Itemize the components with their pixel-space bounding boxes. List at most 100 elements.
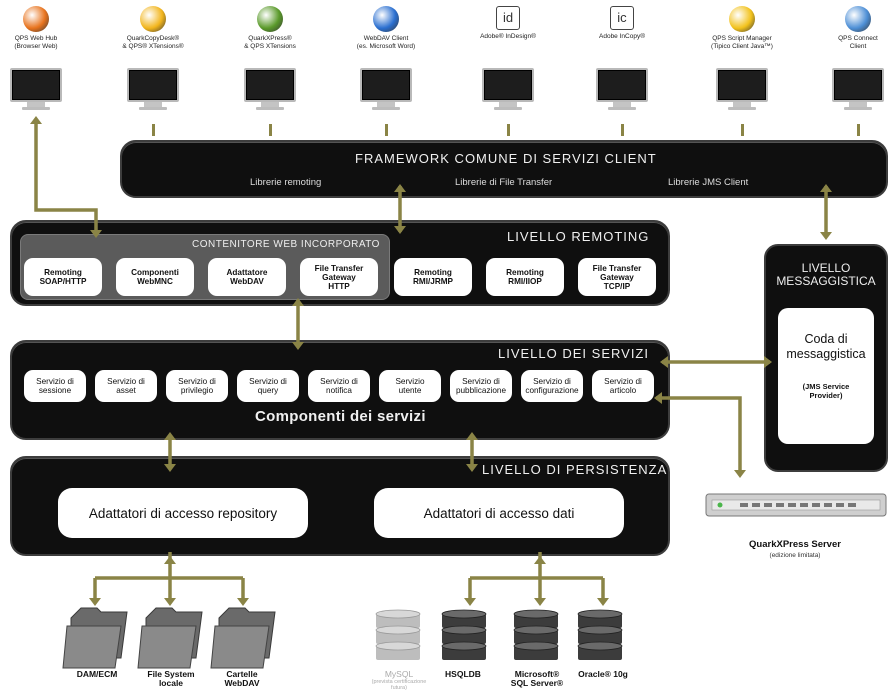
arrow-head: [820, 184, 832, 192]
server-bay: [812, 503, 820, 507]
client-7: QPS Connect Client: [808, 0, 892, 51]
monitor-icon: [596, 68, 648, 110]
server-bay: [788, 503, 796, 507]
arrow-head: [597, 598, 609, 606]
database-disk: [441, 625, 487, 635]
database-disk: [513, 641, 559, 651]
arrow-head: [394, 226, 406, 234]
client-connector: [385, 124, 388, 136]
repo-label-filesystem: File System locale: [147, 669, 195, 688]
database-disk: [577, 609, 623, 619]
arrow-services-server: [656, 396, 742, 472]
arrow-head: [164, 432, 176, 440]
server-bay: [836, 503, 844, 507]
qps-connect-icon: [845, 6, 871, 32]
service-item: Servizio utente: [379, 370, 441, 402]
database-disk: [513, 609, 559, 619]
client-label: WebDAV Client (es. Microsoft Word): [356, 35, 416, 50]
server-bay: [740, 503, 748, 507]
server-bay: [824, 503, 832, 507]
tcp-file-gateway: File Transfer Gateway TCP/IP: [578, 258, 656, 296]
monitor-icon: [716, 68, 768, 110]
service-item: Servizio di notifica: [308, 370, 370, 402]
repo-label-webdav: Cartelle WebDAV: [224, 669, 260, 688]
persistence-title: LIVELLO DI PERSISTENZA: [482, 462, 668, 477]
arrow-head: [89, 598, 101, 606]
remoting-title: LIVELLO REMOTING: [507, 229, 650, 244]
webdav-icon: [373, 6, 399, 32]
arrow-head: [30, 116, 42, 124]
database-disk: [577, 641, 623, 651]
arrow-head: [464, 598, 476, 606]
http-file-gateway: File Transfer Gateway HTTP: [300, 258, 378, 296]
arrow-head: [534, 556, 546, 564]
db-note-mysql: (prevista certificazione futura): [371, 679, 427, 691]
service-item: Servizio di configurazione: [521, 370, 583, 402]
arrow-head: [466, 432, 478, 440]
monitor-icon: [360, 68, 412, 110]
indesign-icon: id: [496, 6, 520, 30]
database-disk: [577, 625, 623, 635]
arrow-head: [654, 392, 662, 404]
arrow-head: [90, 230, 102, 238]
client-label: Adobe InCopy®: [599, 33, 645, 40]
server-edition: (edizione limitata): [769, 552, 821, 559]
webmnc-components: Componenti WebMNC: [116, 258, 194, 296]
server-bay: [800, 503, 808, 507]
client-label: QPS Web Hub (Browser Web): [14, 35, 58, 50]
client-1: QuarkCopyDesk® & QPS® XTensions®: [103, 0, 203, 51]
monitor-icon: [832, 68, 884, 110]
client-3: WebDAV Client (es. Microsoft Word): [336, 0, 436, 51]
repo-label-dam: DAM/ECM: [76, 669, 118, 679]
arrow-head: [292, 342, 304, 350]
server-bay: [848, 503, 856, 507]
db-label-mysql: MySQL: [384, 669, 414, 679]
monitor-icon: [244, 68, 296, 110]
database-disk: [513, 625, 559, 635]
database-disk: [375, 641, 421, 651]
folder-front: [137, 625, 197, 669]
arrow-head: [466, 464, 478, 472]
client-2: QuarkXPress® & QPS XTensions: [220, 0, 320, 51]
web-container-title: CONTENITORE WEB INCORPORATO: [192, 239, 380, 250]
monitor-icon: [127, 68, 179, 110]
remoting-rmi-iiop: Remoting RMI/IIOP: [486, 258, 564, 296]
lib-file-transfer: Librerie di File Transfer: [455, 177, 553, 188]
service-item: Servizio di pubblicazione: [450, 370, 512, 402]
server-bay: [776, 503, 784, 507]
arrow-head: [764, 356, 772, 368]
message-queue-box: [778, 308, 874, 444]
client-connector: [621, 124, 624, 136]
folder-front: [210, 625, 270, 669]
services-caption: Componenti dei servizi: [255, 408, 426, 425]
client-label: QuarkXPress® & QPS XTensions: [244, 35, 296, 50]
arrow-head: [237, 598, 249, 606]
arrow-head: [164, 556, 176, 564]
client-connector: [741, 124, 744, 136]
db-label-hsqldb: HSQLDB: [445, 669, 481, 679]
arrow-head: [164, 598, 176, 606]
client-label: QPS Connect Client: [838, 35, 878, 50]
client-label: QuarkCopyDesk® & QPS® XTensions®: [122, 35, 184, 50]
lib-jms: Librerie JMS Client: [668, 177, 749, 188]
repository-adapters: Adattatori di accesso repository: [58, 488, 308, 538]
framework-title: FRAMEWORK COMUNE DI SERVIZI CLIENT: [355, 151, 657, 166]
db-label-oracle: Oracle® 10g: [578, 669, 628, 679]
database-disk: [441, 641, 487, 651]
jms-provider: (JMS Service Provider): [802, 382, 850, 400]
incopy-icon: ic: [610, 6, 634, 30]
messaging-title: LIVELLO MESSAGGISTICA: [776, 261, 876, 288]
client-label: QPS Script Manager (Tipico Client Java™): [711, 35, 773, 50]
script-manager-icon: [729, 6, 755, 32]
server-bay: [764, 503, 772, 507]
framework-bar: [120, 140, 888, 198]
arrow-head: [534, 598, 546, 606]
remoting-soap: Remoting SOAP/HTTP: [24, 258, 102, 296]
monitor-icon: [482, 68, 534, 110]
client-label: Adobe® InDesign®: [480, 33, 536, 40]
server-name: QuarkXPress Server: [749, 539, 841, 550]
arrow-head: [734, 470, 746, 478]
